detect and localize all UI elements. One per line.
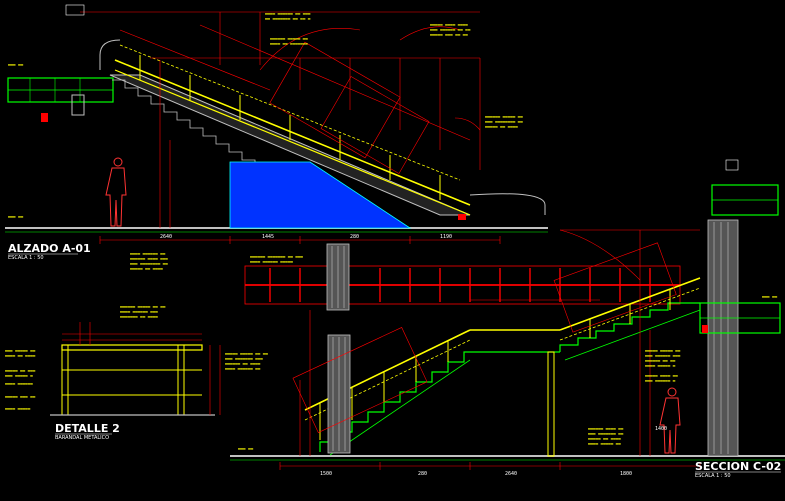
section-north-tag [725,159,739,171]
svg-text:▬▬▬▬▬ ▬▬▬ ▬▬ ▬▬: ▬▬▬▬▬ ▬▬▬ ▬▬ ▬▬ [430,32,468,37]
svg-text:▬▬▬ ▬▬▬▬▬▬▬▬ ▬▬: ▬▬▬ ▬▬▬▬▬▬▬▬ ▬▬ [485,119,523,124]
section-dimension-lines [279,229,701,470]
svg-text:▬▬▬ ▬▬▬▬▬ ▬▬: ▬▬▬ ▬▬▬▬▬ ▬▬ [5,348,36,353]
svg-text:▬▬▬▬▬ ▬▬▬▬▬ ▬▬: ▬▬▬▬▬ ▬▬▬▬▬ ▬▬ [645,348,681,353]
elevation-a01-view: ▬▬▬▬ ▬▬▬▬▬▬ ▬▬ ▬▬▬ ▬▬ ▬▬▬▬▬▬▬ ▬▬ ▬▬ ▬ ▬▬… [5,4,548,261]
section-landing-column [547,351,555,457]
elevation-handrail-mid [114,69,471,216]
svg-text:▬▬▬▬▬▬ ▬▬ ▬▬▬▬: ▬▬▬▬▬▬ ▬▬ ▬▬▬▬ [225,361,261,366]
svg-text:▬▬▬▬▬▬ ▬▬ ▬▬: ▬▬▬▬▬▬ ▬▬ ▬▬ [645,358,676,363]
svg-text:▬▬▬▬ ▬▬ ▬▬▬▬: ▬▬▬▬ ▬▬ ▬▬▬▬ [5,353,36,358]
svg-text:▬▬▬ ▬▬▬▬▬ ▬: ▬▬▬ ▬▬▬▬▬ ▬ [5,373,33,378]
svg-text:▬▬▬ ▬▬▬▬▬▬ ▬: ▬▬▬ ▬▬▬▬▬▬ ▬ [645,378,676,383]
section-title: SECCION C-02 [695,460,781,473]
svg-text:▬▬▬▬ ▬▬▬▬▬ ▬: ▬▬▬▬ ▬▬▬▬▬ ▬ [645,363,676,368]
svg-text:▬▬▬ ▬▬: ▬▬▬ ▬▬ [8,62,24,67]
svg-text:2640: 2640 [505,471,517,477]
svg-text:▬▬▬ ▬▬▬▬▬▬ ▬▬ ▬▬: ▬▬▬ ▬▬▬▬▬▬ ▬▬ ▬▬ [430,27,471,32]
svg-text:1400: 1400 [655,426,667,432]
svg-text:▬▬▬▬▬ ▬▬▬ ▬▬: ▬▬▬▬▬ ▬▬▬ ▬▬ [5,394,36,399]
svg-text:▬▬▬▬▬▬▬ ▬▬ ▬▬▬▬: ▬▬▬▬▬▬▬ ▬▬ ▬▬▬▬ [120,314,158,319]
elevation-anchor-right [458,214,466,220]
detail-title: DETALLE 2 [55,422,120,435]
svg-text:▬▬▬▬▬ ▬▬ ▬▬▬▬: ▬▬▬▬▬ ▬▬ ▬▬▬▬ [588,436,621,441]
elevation-anchor-left [41,113,48,122]
svg-text:▬▬▬▬▬ ▬▬▬▬ ▬▬: ▬▬▬▬▬ ▬▬▬▬ ▬▬ [645,373,678,378]
elevation-wall-fill [229,161,412,229]
svg-text:▬▬▬▬▬ ▬▬▬▬ ▬▬▬▬: ▬▬▬▬▬ ▬▬▬▬ ▬▬▬▬ [430,22,468,27]
elevation-dimension-texts: 2640 1445 280 1190 [160,234,452,240]
svg-text:▬▬▬ ▬▬▬▬▬▬▬▬ ▬▬: ▬▬▬ ▬▬▬▬▬▬▬▬ ▬▬ [130,261,168,266]
svg-text:280: 280 [418,471,427,477]
elevation-handrail-guard [119,44,461,181]
section-anchor [702,325,708,333]
svg-text:▬▬▬▬ ▬▬▬▬▬▬: ▬▬▬▬ ▬▬▬▬▬▬ [5,381,33,386]
svg-text:▬▬▬ ▬▬: ▬▬▬ ▬▬ [238,446,254,451]
elevation-support-post [71,94,85,116]
elevation-north-tag [65,4,85,16]
svg-text:▬▬▬▬▬▬ ▬▬▬▬▬ ▬▬ ▬▬: ▬▬▬▬▬▬ ▬▬▬▬▬ ▬▬ ▬▬ [120,304,166,309]
svg-text:1800: 1800 [620,471,632,477]
elevation-lower-landing [469,193,546,215]
section-subtitle: ESCALA 1 : 50 [695,473,731,479]
svg-text:▬▬▬ ▬▬: ▬▬▬ ▬▬ [8,214,24,219]
svg-text:▬▬▬▬▬▬ ▬▬▬▬ ▬▬▬: ▬▬▬▬▬▬ ▬▬▬▬ ▬▬▬ [130,256,168,261]
svg-text:1445: 1445 [262,234,274,240]
svg-text:▬▬▬▬▬ ▬▬ ▬▬▬: ▬▬▬▬▬ ▬▬ ▬▬▬ [5,368,36,373]
elevation-handrail-top [114,59,471,206]
svg-text:▬▬▬ ▬▬▬▬▬▬▬ ▬▬▬: ▬▬▬ ▬▬▬▬▬▬▬ ▬▬▬ [225,356,263,361]
detail-subtitle: BARANDAL METALICO [55,435,109,441]
svg-text:2640: 2640 [160,234,172,240]
detail-2-view: ▬▬▬ ▬▬▬▬▬ ▬▬ ▬▬▬▬ ▬▬ ▬▬▬▬ ▬▬▬▬▬ ▬▬ ▬▬▬ ▬… [5,322,221,441]
elevation-title: ALZADO A-01 [8,242,91,255]
svg-text:▬▬▬▬ ▬▬▬▬▬▬ ▬▬▬▬▬: ▬▬▬▬ ▬▬▬▬▬▬ ▬▬▬▬▬ [250,259,293,264]
svg-text:▬▬▬▬ ▬▬▬▬▬ ▬▬: ▬▬▬▬ ▬▬▬▬▬ ▬▬ [588,441,621,446]
svg-text:▬▬ ▬▬▬▬▬▬▬ ▬▬ ▬▬ ▬: ▬▬ ▬▬▬▬▬▬▬ ▬▬ ▬▬ ▬ [265,16,311,21]
svg-text:1190: 1190 [440,234,452,240]
svg-text:▬▬▬▬▬▬ ▬▬▬▬▬ ▬▬: ▬▬▬▬▬▬ ▬▬▬▬▬ ▬▬ [485,114,523,119]
section-handrail-posts [319,289,671,440]
svg-text:▬▬▬▬▬▬ ▬▬▬▬ ▬▬: ▬▬▬▬▬▬ ▬▬▬▬ ▬▬ [588,426,624,431]
svg-text:▬▬▬▬ ▬▬▬▬▬: ▬▬▬▬ ▬▬▬▬▬ [5,406,31,411]
svg-text:▬▬▬ ▬▬: ▬▬▬ ▬▬ [762,294,778,299]
section-dimension-texts: 1500 280 2640 1800 1400 [320,426,667,477]
svg-text:▬▬▬ ▬▬▬▬▬▬▬ ▬▬: ▬▬▬ ▬▬▬▬▬▬▬ ▬▬ [588,431,624,436]
svg-text:▬▬▬▬▬ ▬▬ ▬▬▬▬: ▬▬▬▬▬ ▬▬ ▬▬▬▬ [130,266,163,271]
elevation-upper-landing [99,39,121,70]
svg-text:▬▬▬▬ ▬▬▬▬▬▬ ▬▬▬: ▬▬▬▬ ▬▬▬▬▬▬ ▬▬▬ [120,309,158,314]
svg-text:▬▬▬▬▬▬ ▬▬▬▬▬ ▬▬: ▬▬▬▬▬▬ ▬▬▬▬▬ ▬▬ [270,36,308,41]
svg-text:▬▬▬▬ ▬▬▬▬▬▬ ▬▬ ▬▬▬: ▬▬▬▬ ▬▬▬▬▬▬ ▬▬ ▬▬▬ [265,11,311,16]
svg-text:▬▬▬▬▬ ▬▬▬▬▬ ▬▬ ▬▬: ▬▬▬▬▬ ▬▬▬▬▬ ▬▬ ▬▬ [225,351,268,356]
svg-text:▬▬▬▬ ▬▬▬▬▬▬ ▬▬: ▬▬▬▬ ▬▬▬▬▬▬ ▬▬ [130,251,166,256]
elevation-subtitle: ESCALA 1 : 50 [8,255,44,261]
elevation-handrail-posts [139,55,441,200]
svg-text:1500: 1500 [320,471,332,477]
elevation-dimension-lines [80,11,501,244]
svg-text:▬▬▬▬▬ ▬▬ ▬▬▬▬: ▬▬▬▬▬ ▬▬ ▬▬▬▬ [485,124,518,129]
detail-notes: ▬▬▬ ▬▬▬▬▬ ▬▬ ▬▬▬▬ ▬▬ ▬▬▬▬ ▬▬▬▬▬ ▬▬ ▬▬▬ ▬… [5,348,36,411]
detail-dimension-lines [62,322,221,415]
plan-view-strip: ▬▬▬▬▬▬ ▬▬▬▬▬▬▬ ▬▬ ▬▬▬ ▬▬▬▬ ▬▬▬▬▬▬ ▬▬ ▬▬▬ … [120,243,681,319]
elevation-notes: ▬▬▬▬ ▬▬▬▬▬▬ ▬▬ ▬▬▬ ▬▬ ▬▬▬▬▬▬▬ ▬▬ ▬▬ ▬ ▬▬… [8,11,523,219]
section-c02-view: ▬▬▬▬▬ ▬▬▬▬▬ ▬▬ ▬▬ ▬▬▬ ▬▬▬▬▬▬▬ ▬▬▬ ▬▬▬▬▬▬… [225,159,785,479]
svg-text:▬▬▬▬ ▬▬ ▬▬▬▬▬▬▬: ▬▬▬▬ ▬▬ ▬▬▬▬▬▬▬ [270,41,308,46]
section-upper-flight-steps [559,302,700,352]
svg-text:▬▬▬▬ ▬▬▬▬▬▬ ▬▬: ▬▬▬▬ ▬▬▬▬▬▬ ▬▬ [225,366,261,371]
section-notes: ▬▬▬▬▬ ▬▬▬▬▬ ▬▬ ▬▬ ▬▬▬ ▬▬▬▬▬▬▬ ▬▬▬ ▬▬▬▬▬▬… [225,294,778,451]
elevation-person-scale-figure [105,157,127,227]
section-person-scale-figure [659,387,681,454]
svg-text:▬▬▬▬▬▬ ▬▬▬▬▬▬▬ ▬▬ ▬▬▬: ▬▬▬▬▬▬ ▬▬▬▬▬▬▬ ▬▬ ▬▬▬ [250,254,303,259]
svg-text:280: 280 [350,234,359,240]
section-right-column [707,219,739,457]
svg-text:▬▬▬ ▬▬▬▬▬▬ ▬▬▬: ▬▬▬ ▬▬▬▬▬▬ ▬▬▬ [645,353,681,358]
